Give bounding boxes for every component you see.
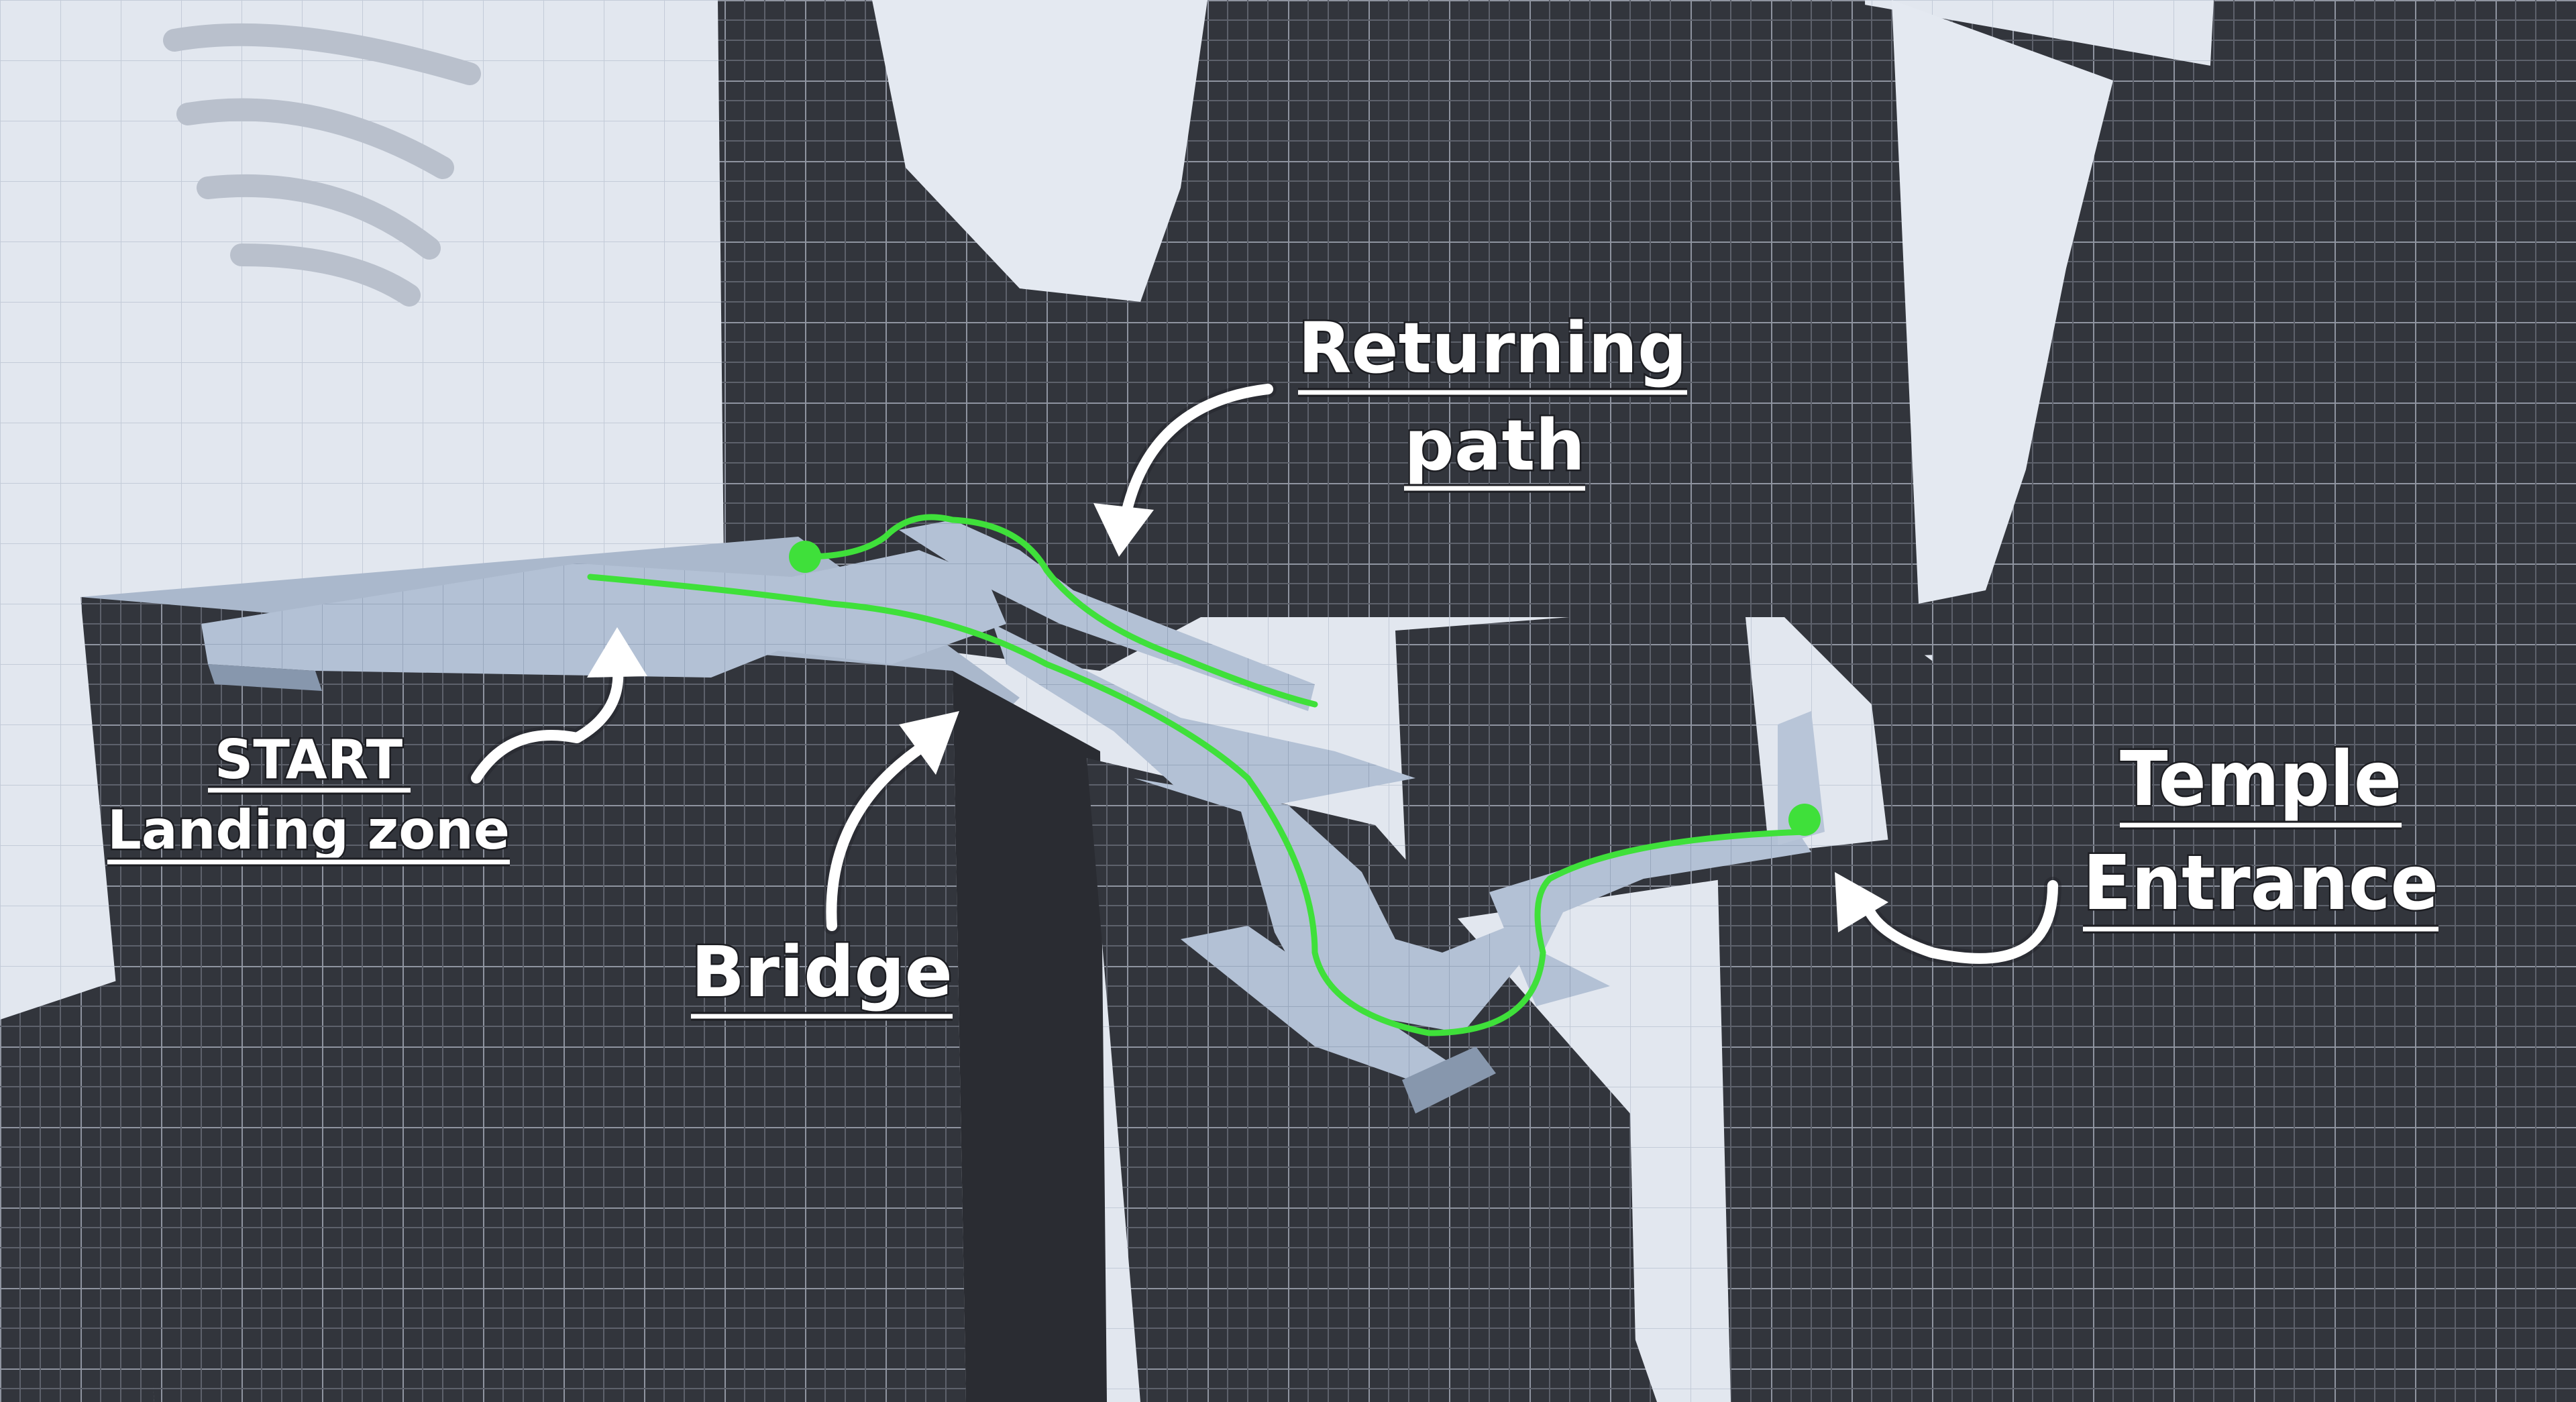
path-start [789, 541, 821, 573]
tower-far-right [2180, 0, 2576, 738]
annotation-arrows [468, 380, 2061, 967]
label-returning-line2: path [1404, 405, 1585, 486]
navigation-path [587, 514, 1821, 1036]
rock-gap-top [872, 0, 1208, 302]
label-returning-path: Returning path [1297, 306, 1689, 493]
path-line-main [587, 574, 1808, 1036]
block-far-left [0, 979, 154, 1402]
label-start: START Landing zone [106, 727, 512, 867]
label-returning-line1: Returning [1298, 307, 1687, 389]
path-line-returning [802, 514, 1318, 708]
block-right-front [1717, 832, 1979, 1402]
arrow-bridge-icon [822, 711, 959, 934]
arrow-temple-icon [1835, 872, 2061, 967]
rib-structure [163, 23, 481, 307]
block-left [80, 597, 966, 1402]
label-bridge: Bridge [690, 930, 955, 1021]
path-end [1788, 804, 1821, 836]
arrow-start-icon [468, 627, 647, 787]
label-temple-line2: Entrance [2083, 840, 2438, 927]
block-left-side [953, 671, 1107, 1402]
arrow-returning-icon [1093, 380, 1277, 557]
label-bridge-text: Bridge [691, 931, 953, 1013]
label-start-subtitle: Landing zone [107, 799, 510, 861]
temple-arch-pillar [1744, 550, 1959, 926]
tower-back-mid [1187, 0, 1878, 617]
label-start-title: START [215, 729, 403, 791]
block-right-large [1932, 631, 2576, 1402]
rock-gap-right [1892, 0, 2113, 604]
label-temple-entrance: Temple Entrance [2082, 735, 2440, 934]
walkway-bridge [201, 520, 1825, 1114]
label-temple-line1: Temple [2120, 736, 2402, 823]
block-center-lower [1181, 1006, 1657, 1402]
